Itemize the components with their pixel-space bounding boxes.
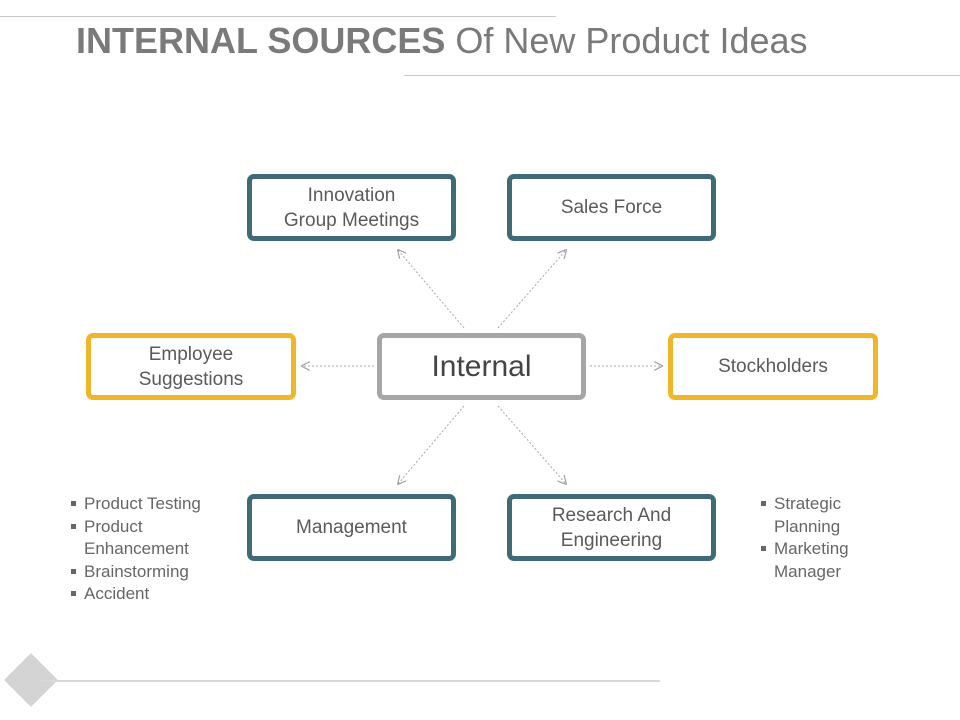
node-management: Management [247, 494, 456, 561]
top-rule [0, 16, 556, 17]
bullet-item: Strategic Planning [761, 493, 849, 538]
node-sales-force: Sales Force [507, 174, 716, 241]
research-bullet-list: Strategic Planning Marketing Manager [761, 493, 849, 583]
bullet-item: Product Enhancement [71, 516, 201, 561]
bullet-item: Accident [71, 583, 201, 606]
bullet-item: Brainstorming [71, 561, 201, 584]
arrow-to-sales [497, 250, 566, 329]
bottom-rule [40, 680, 660, 682]
node-stockholders: Stockholders [668, 333, 878, 400]
bullet-item: Product Testing [71, 493, 201, 516]
title-underline [404, 75, 960, 76]
arrow-to-innovation [398, 250, 465, 329]
node-innovation-group-meetings: Innovation Group Meetings [247, 174, 456, 241]
title-bold: INTERNAL SOURCES [76, 20, 446, 61]
arrow-to-research [497, 405, 566, 484]
bullet-item: Marketing Manager [761, 538, 849, 583]
management-bullet-list: Product Testing Product Enhancement Brai… [71, 493, 201, 606]
page-title: INTERNAL SOURCES Of New Product Ideas [76, 20, 808, 62]
node-employee-suggestions: Employee Suggestions [86, 333, 296, 400]
arrow-to-management [398, 405, 465, 484]
title-rest: Of New Product Ideas [445, 20, 808, 61]
node-internal: Internal [377, 333, 586, 400]
node-research-and-engineering: Research And Engineering [507, 494, 716, 561]
